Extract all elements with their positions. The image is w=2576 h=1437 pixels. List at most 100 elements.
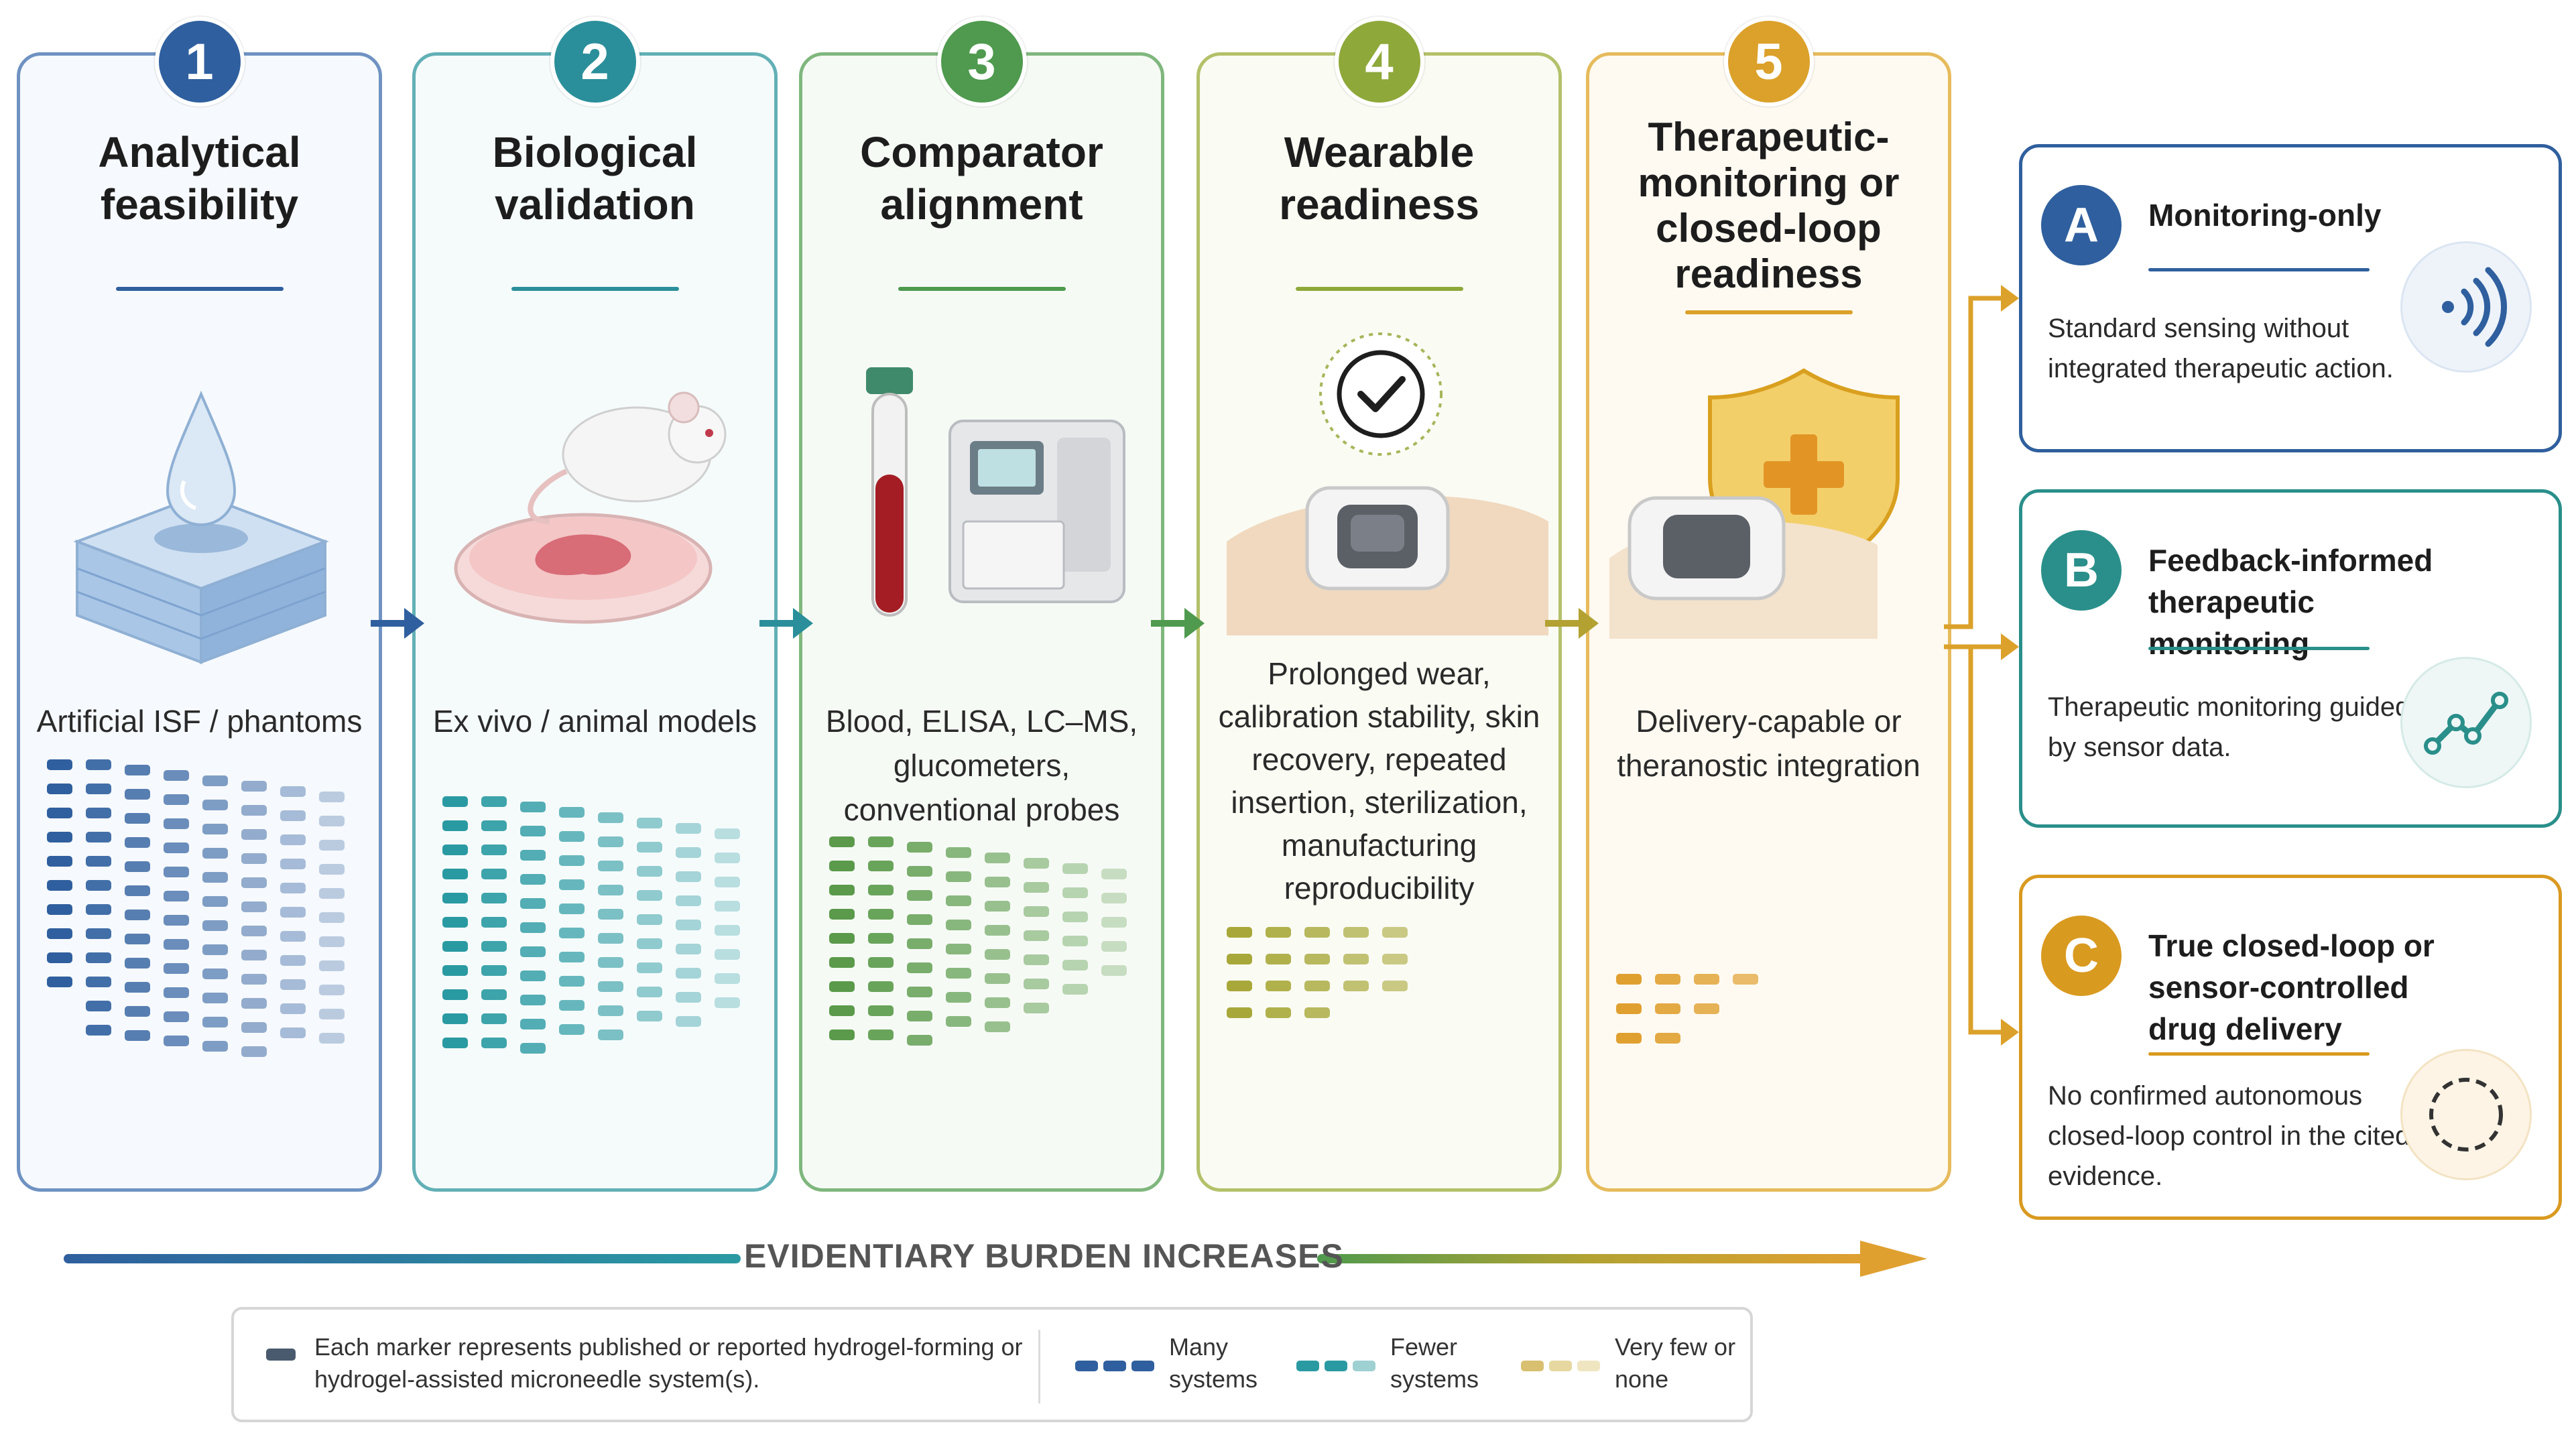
system-marker xyxy=(86,759,111,770)
system-marker xyxy=(676,920,701,930)
legend-marker-swatch xyxy=(266,1349,296,1361)
outcome-letter: A xyxy=(2041,185,2122,265)
system-marker xyxy=(907,866,932,877)
system-marker xyxy=(319,816,345,826)
system-marker xyxy=(676,944,701,954)
system-marker xyxy=(86,856,111,867)
stage-number-badge: 2 xyxy=(550,17,640,107)
stage-illustration xyxy=(416,320,774,669)
system-marker xyxy=(985,877,1010,887)
system-marker xyxy=(164,1036,189,1046)
system-marker xyxy=(676,992,701,1003)
stage-illustration xyxy=(1200,320,1558,669)
stage-title: Analytical feasibility xyxy=(98,128,301,229)
system-marker xyxy=(1655,974,1680,985)
system-marker xyxy=(637,1011,662,1021)
system-marker xyxy=(481,989,507,1000)
system-marker xyxy=(1062,912,1088,922)
stage-title: Wearable readiness xyxy=(1279,128,1479,229)
system-marker xyxy=(1024,858,1049,869)
system-marker xyxy=(676,895,701,906)
system-marker xyxy=(598,812,623,823)
outcome-letter: B xyxy=(2041,530,2122,611)
stage-description: Artificial ISF / phantoms xyxy=(36,704,363,739)
outcome-card-monitoring-only: A Monitoring-only Standard sensing witho… xyxy=(2019,144,2562,452)
system-marker xyxy=(559,952,585,962)
divider xyxy=(511,287,679,291)
system-marker xyxy=(907,1011,932,1021)
system-marker xyxy=(1616,974,1642,985)
system-marker xyxy=(985,925,1010,936)
divider xyxy=(2148,647,2370,650)
system-marker xyxy=(1062,863,1088,874)
system-marker xyxy=(1024,930,1049,941)
system-marker xyxy=(442,869,468,879)
system-marker xyxy=(319,985,345,995)
system-marker xyxy=(481,941,507,952)
system-marker xyxy=(280,1027,306,1038)
system-marker xyxy=(559,879,585,890)
divider xyxy=(898,287,1066,291)
system-marker xyxy=(1304,927,1330,938)
system-marker xyxy=(559,976,585,987)
system-marker xyxy=(164,818,189,829)
system-marker xyxy=(280,883,306,893)
system-marker xyxy=(1062,887,1088,898)
system-marker xyxy=(164,915,189,926)
system-marker xyxy=(47,856,72,867)
system-marker xyxy=(202,1017,228,1027)
legend-label-many: Many systems xyxy=(1169,1333,1258,1393)
system-marker xyxy=(637,866,662,877)
system-marker xyxy=(985,949,1010,960)
system-marker xyxy=(1101,941,1127,952)
system-marker xyxy=(442,893,468,903)
system-marker xyxy=(202,775,228,786)
system-marker xyxy=(164,987,189,998)
system-marker xyxy=(442,796,468,807)
system-marker xyxy=(868,1029,894,1040)
outcome-description: Standard sensing without integrated ther… xyxy=(2048,314,2394,383)
system-marker xyxy=(442,989,468,1000)
system-marker xyxy=(481,965,507,976)
system-marker xyxy=(47,904,72,915)
outcome-description: Therapeutic monitoring guided by sensor … xyxy=(2048,692,2410,762)
system-marker xyxy=(676,823,701,834)
system-marker xyxy=(1343,981,1369,991)
system-marker xyxy=(125,885,150,896)
system-marker xyxy=(86,928,111,939)
system-marker xyxy=(1227,981,1252,991)
system-marker xyxy=(241,998,267,1009)
system-marker xyxy=(907,962,932,973)
system-marker xyxy=(559,831,585,842)
system-marker xyxy=(86,784,111,794)
outcome-description: No confirmed autonomous closed-loop cont… xyxy=(2048,1081,2410,1191)
system-marker xyxy=(559,855,585,866)
system-marker xyxy=(202,944,228,955)
outcome-card-feedback-informed: B Feedback-informed therapeutic monitori… xyxy=(2019,489,2562,828)
system-marker xyxy=(1024,979,1049,989)
system-markers xyxy=(829,759,1134,1095)
legend-swatch-very-few xyxy=(1521,1361,1600,1375)
system-marker xyxy=(125,861,150,872)
system-marker xyxy=(598,957,623,968)
legend-label-very-few: Very few or none xyxy=(1615,1333,1736,1393)
right-arrow-icon xyxy=(371,608,424,639)
system-marker xyxy=(481,1038,507,1048)
stage-number-badge: 4 xyxy=(1334,17,1424,107)
system-marker xyxy=(676,968,701,979)
system-marker xyxy=(637,818,662,828)
wireless-signal-icon xyxy=(2400,241,2532,373)
system-marker xyxy=(202,920,228,931)
system-marker xyxy=(202,872,228,883)
system-marker xyxy=(1266,981,1291,991)
system-marker xyxy=(1101,917,1127,928)
system-marker xyxy=(1655,1003,1680,1014)
system-marker xyxy=(829,909,855,920)
system-marker xyxy=(86,952,111,963)
system-marker xyxy=(319,936,345,947)
system-marker xyxy=(985,997,1010,1008)
system-marker xyxy=(520,995,546,1005)
stage-description: Blood, ELISA, LC–MS, glucometers, conven… xyxy=(825,704,1138,827)
